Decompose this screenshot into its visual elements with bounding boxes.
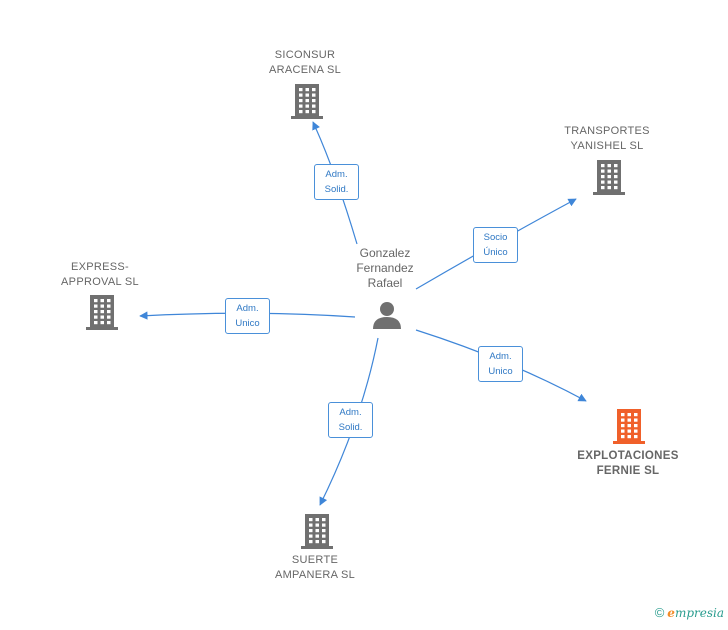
company-label-suerte[interactable]: SUERTE AMPANERA SL: [274, 554, 356, 581]
person-icon[interactable]: [373, 302, 401, 329]
person-name[interactable]: Gonzalez Fernandez Rafael: [356, 246, 414, 290]
building-icon-transportes[interactable]: [593, 160, 625, 195]
company-label-express[interactable]: EXPRESS- APPROVAL SL: [61, 261, 139, 288]
copyright-icon: ©: [654, 605, 665, 620]
company-label-transportes[interactable]: TRANSPORTES YANISHEL SL: [564, 125, 650, 152]
footer-brand: ©empresia: [655, 605, 724, 620]
edge-label-suerte: Adm. Solid.: [328, 402, 373, 438]
brand-name: mpresia: [674, 606, 724, 620]
edge-label-express: Adm. Unico: [225, 298, 270, 334]
edge-label-siconsur: Adm. Solid.: [314, 164, 359, 200]
building-icon-suerte[interactable]: [301, 514, 333, 549]
edge-label-explotaciones: Adm. Unico: [478, 346, 523, 382]
company-label-explotaciones[interactable]: EXPLOTACIONES FERNIE SL: [577, 450, 679, 477]
building-icon-explotaciones[interactable]: [613, 409, 645, 444]
edge-label-transportes: Socio Único: [473, 227, 518, 263]
company-label-siconsur[interactable]: SICONSUR ARACENA SL: [268, 49, 342, 76]
building-icon-siconsur[interactable]: [291, 84, 323, 119]
brand-initial: e: [667, 606, 675, 620]
building-icon-express[interactable]: [86, 295, 118, 330]
